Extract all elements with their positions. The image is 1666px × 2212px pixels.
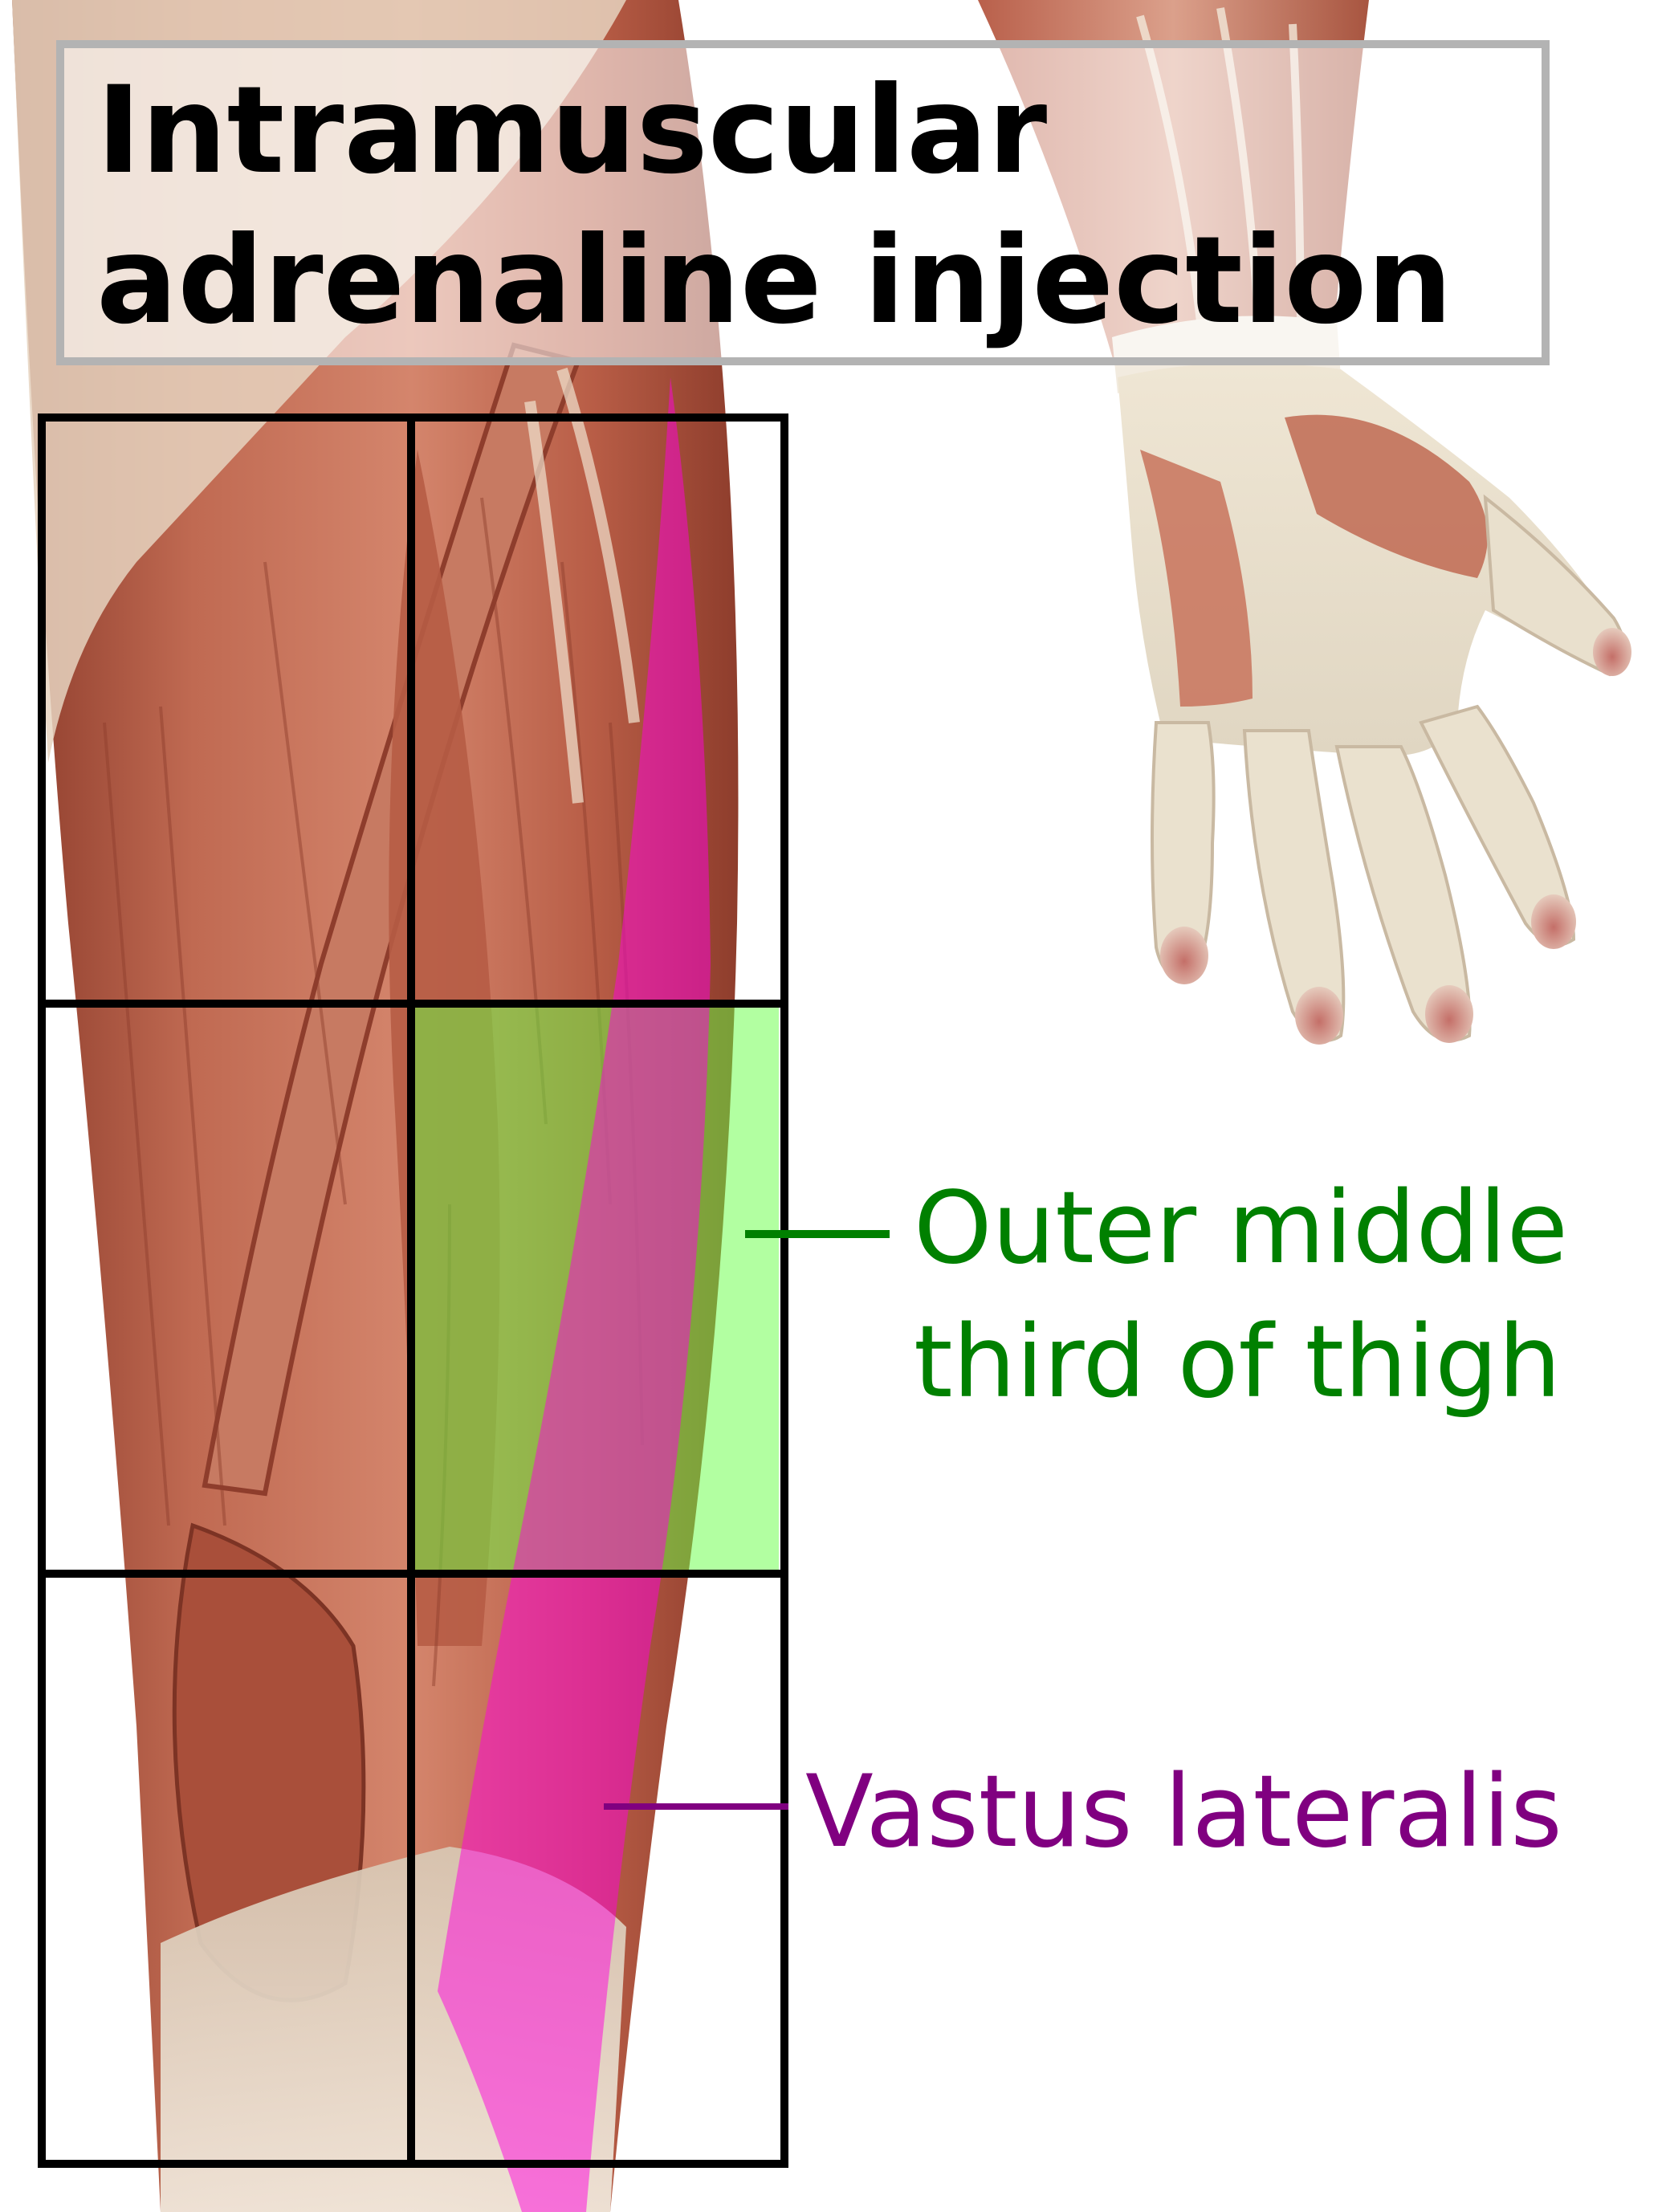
finger-2	[1242, 729, 1346, 1042]
title-line-1: Intramuscular	[96, 61, 1048, 201]
finger-3	[1334, 745, 1472, 1042]
title-box: Intramuscular adrenaline injection	[56, 40, 1550, 365]
palm-muscles	[1140, 450, 1253, 707]
fingertip-3	[1425, 985, 1473, 1043]
vastus-lateralis-highlight	[438, 377, 711, 2212]
upper-tendons	[524, 367, 640, 804]
fingertip-2	[1295, 987, 1343, 1045]
outer-middle-third-label-line-2: third of thigh	[914, 1305, 1562, 1420]
outer-middle-third-label-line-1: Outer middle	[914, 1171, 1568, 1286]
title-line-2: adrenaline injection	[96, 211, 1453, 351]
thenar-muscles	[1285, 414, 1488, 578]
finger-4	[1419, 704, 1576, 947]
vastus-lateralis-label: Vastus lateralis	[805, 1754, 1562, 1870]
fingertip-4	[1531, 894, 1576, 949]
thumb-tip	[1593, 628, 1631, 676]
fingertip-1	[1160, 927, 1208, 984]
thigh-grid	[38, 413, 788, 2168]
